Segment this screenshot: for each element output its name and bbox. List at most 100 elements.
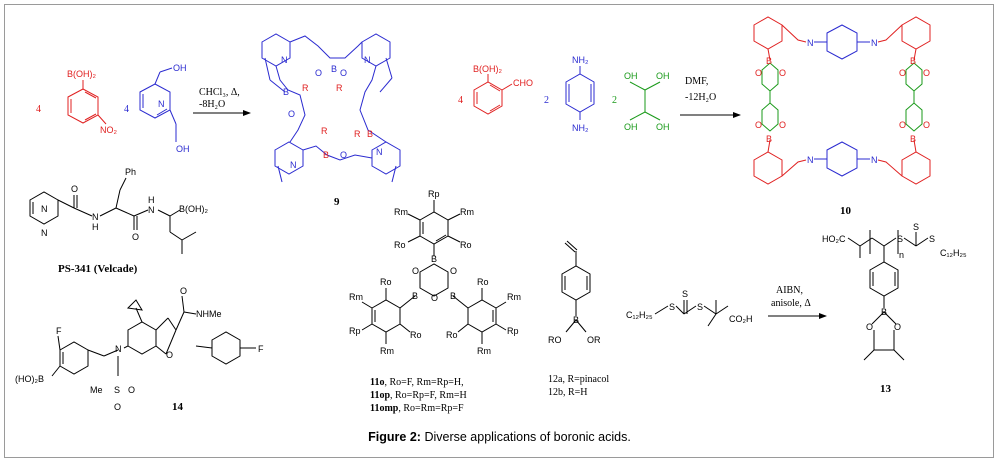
r1-reagent2 <box>139 67 177 142</box>
r1-p9-o1: O <box>315 68 322 78</box>
r2-p10-n3: N <box>807 155 814 165</box>
r3-p13-b: B <box>881 307 887 317</box>
r1-reagent2-oh1: OH <box>173 63 187 73</box>
r1-p9-r4: R <box>354 129 361 139</box>
c11-o3: O <box>431 293 438 303</box>
r3-p13-s1: S <box>897 234 903 244</box>
c11-rp1: Rp <box>428 189 440 199</box>
c11-ro3: Ro <box>380 277 392 287</box>
velcade-label: PS-341 (Velcade) <box>58 263 138 275</box>
c14-f1: F <box>56 326 62 336</box>
r2-p10-b1: B <box>766 56 772 66</box>
r1-p9-o2: O <box>340 68 347 78</box>
r2-p10-n2: N <box>871 38 878 48</box>
r2-reagent3-oh4: OH <box>656 122 670 132</box>
c11-ro1: Ro <box>394 240 406 250</box>
r1-reagent1 <box>67 80 107 125</box>
r3-p13-n: n <box>899 250 904 260</box>
r2-p10-o1: O <box>755 68 762 78</box>
c14-s: S <box>114 385 120 395</box>
r1-p9-b4: B <box>367 129 373 139</box>
c11-rm5: Rm <box>380 346 394 356</box>
c12-legend-2: 12b, R=H <box>548 387 588 398</box>
r3-reagent-c12: C₁₂H₂₅ <box>626 310 653 320</box>
r2-p10-o3: O <box>755 120 762 130</box>
c11-rm4: Rm <box>507 292 521 302</box>
r2-reagent3-oh2: OH <box>656 71 670 81</box>
velcade-h1: H <box>92 222 99 232</box>
r2-reagent3-oh3: OH <box>624 122 638 132</box>
r1-coef2: 4 <box>124 104 129 115</box>
r2-p10-o8: O <box>923 120 930 130</box>
r2-reagent2-nh2-bottom: NH₂ <box>572 123 589 133</box>
c14-nhme: NHMe <box>196 309 222 319</box>
caption-text: Diverse applications of boronic acids. <box>424 430 631 444</box>
reaction1: 4 B(OH)₂ NO₂ 4 OH N OH CHCl₃, Δ, -8H₂O <box>36 33 401 208</box>
r1-coef1: 4 <box>36 104 41 115</box>
r3-reagent-s2: S <box>682 289 688 299</box>
r1-reagent2-oh2: OH <box>176 144 190 154</box>
r2-arrow-bottom: -12H₂O <box>685 92 716 103</box>
r1-p9-n3: N <box>290 160 297 170</box>
r1-reagent1-no2: NO₂ <box>100 125 118 135</box>
r3-arrow-bottom: anisole, Δ <box>771 298 811 309</box>
c11-rm6: Rm <box>477 346 491 356</box>
c11-rm1: Rm <box>394 207 408 217</box>
r1-product9 <box>261 33 401 183</box>
r2-reagent3-oh1: OH <box>624 71 638 81</box>
r3-p13-s3: S <box>929 234 935 244</box>
c12-or: OR <box>587 335 601 345</box>
r1-p9-o3: O <box>288 109 295 119</box>
c11-rm2: Rm <box>460 207 474 217</box>
r2-reagent1-cho: CHO <box>513 78 533 88</box>
r1-p9-r3: R <box>321 126 328 136</box>
r2-reagent3 <box>629 81 661 121</box>
velcade-n3: N <box>92 212 99 222</box>
r2-p10-o2: O <box>779 68 786 78</box>
c11-rp3: Rp <box>507 326 519 336</box>
r1-product-label: 9 <box>334 196 340 208</box>
c11-ro2: Ro <box>460 240 472 250</box>
r3-p13-o2: O <box>894 322 901 332</box>
r1-p9-o4: O <box>340 150 347 160</box>
figure-caption: Figure 2: Diverse applications of boroni… <box>0 430 999 444</box>
r2-coef1: 4 <box>458 95 463 106</box>
c12-legend-1: 12a, R=pinacol <box>548 374 609 385</box>
reaction3: C₁₂H₂₅ S S S CO₂H AIBN, anisole, Δ <box>626 222 967 395</box>
c14-o3: O <box>128 385 135 395</box>
r1-p9-b2: B <box>331 64 337 74</box>
c14-o2: O <box>166 350 173 360</box>
r3-reagent-s1: S <box>669 302 675 312</box>
r2-p10-o7: O <box>899 120 906 130</box>
r3-arrow-top: AIBN, <box>776 285 803 296</box>
r3-p13-c12: C₁₂H₂₅ <box>940 248 967 258</box>
r2-coef2: 2 <box>544 95 549 106</box>
r1-p9-n2: N <box>364 55 371 65</box>
r3-p13-s2: S <box>913 222 919 232</box>
c11-b2: B <box>412 291 418 301</box>
r1-p9-b1: B <box>283 87 289 97</box>
compound11: Rp Rm Rm Ro Ro B O O B B O Ro Ro Rm Rm R… <box>349 189 521 414</box>
reaction2: 4 B(OH)₂ CHO 2 NH₂ NH₂ 2 OH <box>458 16 931 217</box>
r1-reagent1-boh2: B(OH)₂ <box>67 69 96 79</box>
r2-reagent2 <box>565 66 595 120</box>
c14-me: Me <box>90 385 103 395</box>
velcade: N N O N H Ph O N H B(OH)₂ PS-341 (Velcad… <box>29 167 208 275</box>
c11-b3: B <box>450 291 456 301</box>
c12-b: B <box>573 315 579 325</box>
r2-product10 <box>753 16 931 185</box>
r2-reagent2-nh2-top: NH₂ <box>572 55 589 65</box>
c11-o1: O <box>412 266 419 276</box>
c11-ro4: Ro <box>477 277 489 287</box>
r2-p10-n1: N <box>807 38 814 48</box>
compound14: O NHMe F F (HO)₂B N O Me S O O 14 <box>15 286 264 413</box>
velcade-o1: O <box>71 184 78 194</box>
r2-product-label: 10 <box>840 205 852 217</box>
r2-p10-o4: O <box>779 120 786 130</box>
r1-p9-r1: R <box>302 83 309 93</box>
r2-reagent1 <box>473 74 513 115</box>
r3-p13-ho2c: HO₂C <box>822 234 846 244</box>
r1-p9-n4: N <box>376 147 383 157</box>
velcade-n1: N <box>41 204 48 214</box>
